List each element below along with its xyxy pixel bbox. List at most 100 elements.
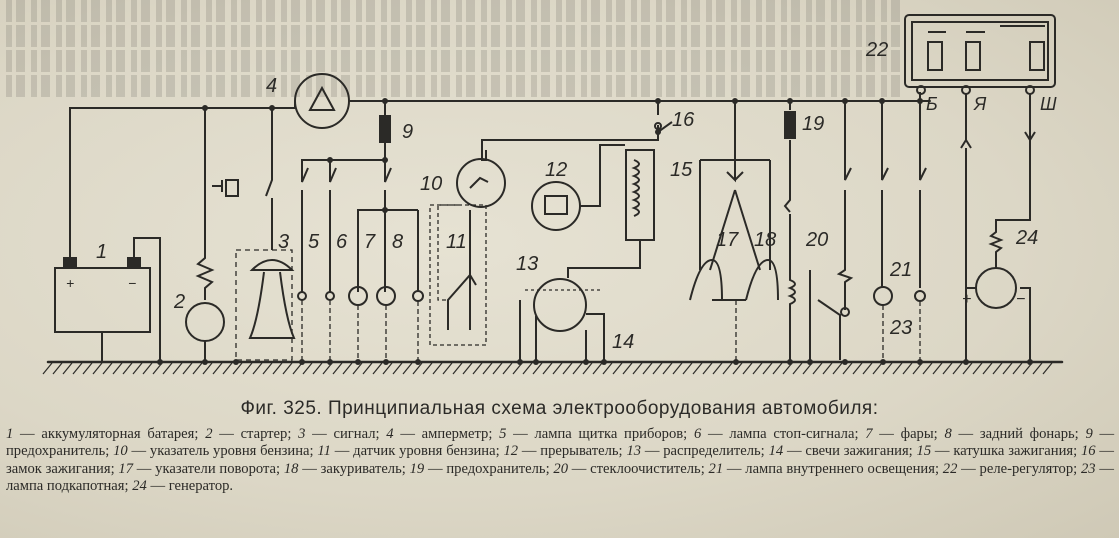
legend-item: 12 — прерыватель; [503, 443, 623, 460]
junction-dot [202, 105, 208, 111]
legend-item-number: 22 [942, 460, 958, 477]
legend-item-number: 10 [113, 443, 128, 460]
fuel-gauge-symbol [429, 125, 659, 346]
junction-dot [879, 98, 885, 104]
junction-dot [880, 359, 886, 365]
junction-dot [382, 157, 388, 163]
junction-dot [732, 98, 738, 104]
legend-item-number: 5 [499, 426, 507, 442]
legend-item-text: аккумуляторная батарея; [41, 426, 199, 442]
legend-item-number: 9 [1085, 426, 1093, 442]
terminal-ya-label: Я [973, 94, 987, 114]
junction-dot [327, 359, 333, 365]
legend-item-text: предохранитель; [446, 460, 550, 477]
component-label-21: 21 [889, 259, 912, 281]
junction-dot [655, 129, 661, 135]
junction-dot [842, 359, 848, 365]
starter-symbol [185, 108, 239, 362]
legend-item-number: 6 [693, 426, 702, 442]
junction-dot [415, 359, 421, 365]
legend-item-text: стартер; [240, 426, 292, 442]
legend-item-text: сигнал; [333, 426, 380, 442]
terminal-sh-label: Ш [1040, 94, 1057, 114]
component-label-23: 23 [889, 317, 912, 339]
component-label-9: 9 [402, 121, 413, 143]
ignition-system [519, 101, 673, 360]
component-label-20: 20 [805, 229, 828, 251]
legend-item-number: 11 [317, 443, 331, 460]
legend-item: 9 — предохранитель; [6, 426, 1115, 460]
junction-dot [917, 98, 923, 104]
component-label-2: 2 [173, 291, 185, 313]
legend-item-text: катушка зажигания; [953, 443, 1078, 460]
legend-item-text: генератор. [168, 478, 234, 495]
legend-item-number: 3 [298, 426, 306, 442]
legend-item-text: амперметр; [421, 426, 493, 442]
legend-item-text: лампа щитка приборов; [534, 426, 688, 442]
legend-item-text: датчик уровня бензина; [353, 443, 500, 460]
legend-item-text: свечи зажигания; [805, 443, 913, 460]
main-bus-wire [69, 107, 296, 259]
legend-item-number: 16 [1081, 443, 1096, 460]
legend-item-number: 18 [283, 460, 299, 477]
legend-item: 15 — катушка зажигания; [916, 443, 1078, 460]
junction-dots [157, 98, 1033, 365]
junction-dot [299, 359, 305, 365]
legend-item: 14 — свечи зажигания; [768, 443, 913, 460]
junction-dot [583, 359, 589, 365]
legend-item-number: 12 [503, 443, 519, 460]
legend-item-text: предохранитель; [6, 443, 110, 460]
legend-item-number: 21 [708, 460, 724, 477]
legend-item: 6 — лампа стоп-сигнала; [693, 426, 859, 442]
component-label-1: 1 [96, 241, 107, 263]
component-label-6: 6 [336, 231, 348, 253]
junction-dot [355, 359, 361, 365]
component-label-3: 3 [278, 231, 289, 253]
legend-item: 22 — реле-регулятор; [942, 460, 1078, 477]
battery-plus-label: + [66, 275, 74, 291]
legend-item-text: прерыватель; [540, 443, 623, 460]
generator-plus-label: + [962, 291, 971, 308]
component-label-14: 14 [612, 331, 634, 353]
component-label-18: 18 [754, 229, 776, 251]
generator-minus-label: − [1016, 291, 1025, 308]
junction-dot [1027, 359, 1033, 365]
legend-item-number: 2 [205, 426, 213, 442]
component-label-12: 12 [545, 159, 567, 181]
component-label-22: 22 [865, 39, 888, 61]
junction-dot [807, 359, 813, 365]
legend-item: 3 — сигнал; [298, 426, 380, 442]
legend-item-text: лампа внутреннего освещения; [745, 460, 940, 477]
component-label-15: 15 [670, 159, 693, 181]
legend-item: 2 — стартер; [205, 426, 292, 442]
legend-item: 17 — указатели поворота; [118, 460, 281, 477]
legend-item-text: распределитель; [663, 443, 765, 460]
component-label-13: 13 [516, 253, 538, 275]
junction-dot [842, 98, 848, 104]
battery-symbol [54, 237, 161, 362]
legend-item: 8 — задний фонарь; [944, 426, 1079, 442]
legend-item-number: 20 [553, 460, 569, 477]
legend-item: 19 — предохранитель; [409, 460, 550, 477]
ammeter-symbol [294, 73, 350, 129]
legend-item-number: 13 [626, 443, 642, 460]
legend-item-text: фары; [900, 426, 938, 442]
legend-item: 20 — стеклоочиститель; [553, 460, 705, 477]
legend-item: 16 — замок зажигания; [6, 443, 1114, 477]
junction-dot [533, 359, 539, 365]
legend-item-number: 7 [865, 426, 873, 442]
ground-hatching [42, 362, 1053, 375]
legend-item-text: замок зажигания; [6, 460, 115, 477]
legend-item: 1 — аккумуляторная батарея; [6, 426, 199, 442]
figure-legend: 1 — аккумуляторная батарея; 2 — стартер;… [6, 426, 1114, 496]
wiring-schematic: 123456789101112131415161718192021222324 … [42, 14, 1064, 375]
component-label-5: 5 [308, 231, 320, 253]
lamp-branches [297, 101, 424, 362]
interior-lamps [873, 92, 927, 362]
legend-item: 24 — генератор. [132, 478, 234, 495]
horn-symbol [235, 108, 296, 361]
component-label-11: 11 [446, 231, 467, 253]
junction-dot [655, 98, 661, 104]
